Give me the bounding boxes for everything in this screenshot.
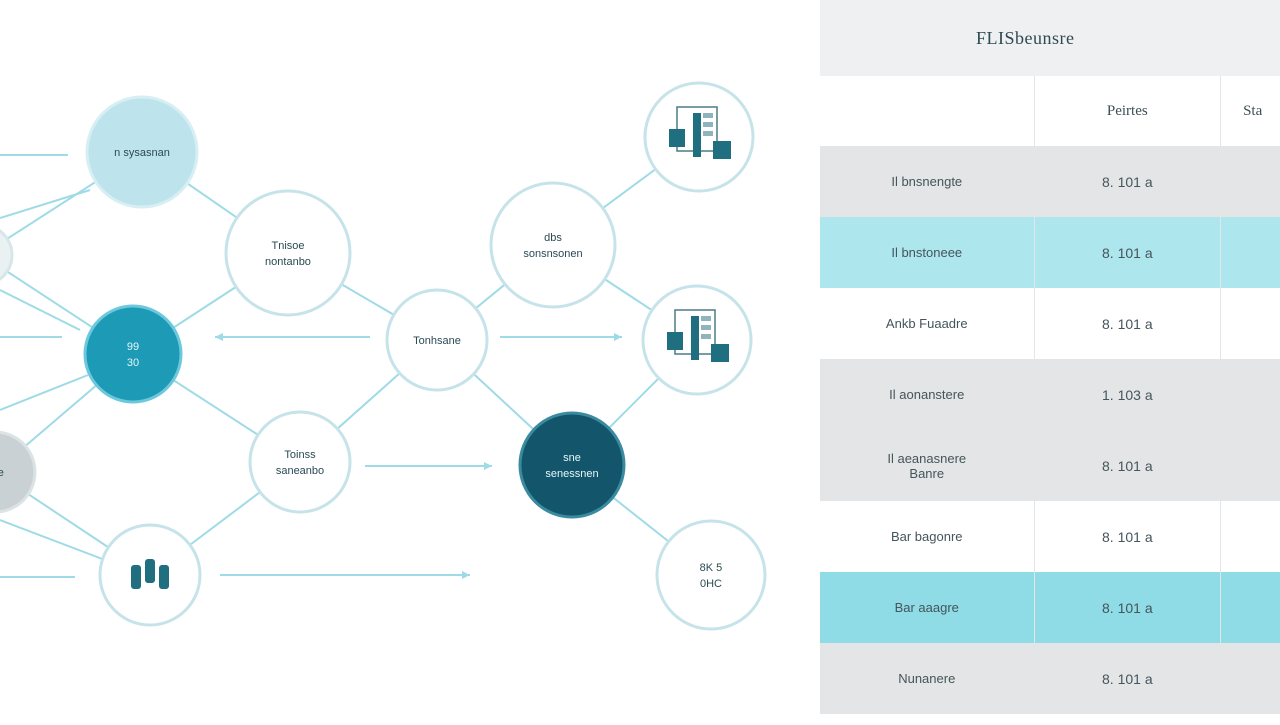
diagram-node: dbs sonsnsonen bbox=[489, 181, 617, 309]
network-diagram-canvas: n sysasnanTnisoenontanbo9930aseToinsssan… bbox=[0, 81, 767, 631]
table-cell-extra bbox=[1220, 288, 1280, 359]
node-label: Tonhsane bbox=[413, 335, 461, 347]
node-label: nontanbo bbox=[265, 256, 311, 268]
diagram-node bbox=[641, 284, 753, 396]
table-row: Il bnstoneee 8. 101 a bbox=[820, 217, 1280, 288]
table-cell-value: 8. 101 a bbox=[1033, 217, 1221, 288]
table-header-cell: Peirtes bbox=[1033, 76, 1221, 146]
node-label: dbs bbox=[544, 232, 562, 244]
table-cell-extra bbox=[1220, 217, 1280, 288]
node-label: saneanbo bbox=[276, 465, 324, 477]
table-cell-extra bbox=[1220, 359, 1280, 430]
table-row: Il aonanstere 1. 103 a bbox=[820, 359, 1280, 430]
table-cell-name: Ankb Fuaadre bbox=[885, 316, 968, 331]
diagram-edge bbox=[0, 519, 106, 561]
node-label: senessnen bbox=[545, 468, 598, 480]
table-header-row: Peirtes Sta bbox=[820, 76, 1280, 146]
diagram-arrows bbox=[215, 333, 622, 579]
diagram-arrow bbox=[220, 571, 470, 579]
diagram-arrow bbox=[365, 462, 492, 470]
node-label: sne bbox=[563, 452, 581, 464]
diagram-node bbox=[0, 229, 14, 281]
diagram-nodes: n sysasnanTnisoenontanbo9930aseToinsssan… bbox=[0, 81, 767, 631]
table-row: Nunanere 8. 101 a bbox=[820, 643, 1280, 714]
table-cell-value: 8. 101 a bbox=[1033, 572, 1221, 643]
table-cell-value: 1. 103 a bbox=[1033, 359, 1221, 430]
table-cell-extra bbox=[1220, 572, 1280, 643]
diagram-node bbox=[643, 81, 755, 193]
diagram-node: ase bbox=[0, 430, 37, 514]
table-cell-name: Nunanere bbox=[898, 671, 956, 686]
diagram-edge bbox=[0, 189, 91, 219]
node-label: 30 bbox=[127, 357, 139, 369]
node-label: 0HC bbox=[700, 578, 722, 590]
table-row: Ankb Fuaadre 8. 101 a bbox=[820, 288, 1280, 359]
diagram-node: n sysasnan bbox=[85, 95, 199, 209]
table-cell-name: Bar aaagre bbox=[894, 600, 959, 615]
node-label: 99 bbox=[127, 341, 139, 353]
table-row: Il bnsnengte 8. 101 a bbox=[820, 146, 1280, 217]
diagram-node: 8K 5 0HC bbox=[655, 519, 767, 631]
node-label: sonsnsonen bbox=[523, 248, 582, 260]
building-icon bbox=[669, 106, 731, 159]
table-title: FLISbeunsre bbox=[820, 0, 1280, 76]
network-diagram: n sysasnanTnisoenontanbo9930aseToinsssan… bbox=[0, 81, 767, 631]
table-cell-extra bbox=[1220, 430, 1280, 501]
table-cell-extra bbox=[1220, 146, 1280, 217]
table-body: Il bnsnengte 8. 101 a Il bnstoneee 8. 101 a… bbox=[820, 146, 1280, 714]
table-cell-name: Il bnsnengte bbox=[891, 174, 963, 189]
table-cell-value: 8. 101 a bbox=[1033, 146, 1221, 217]
people-icon bbox=[131, 559, 169, 589]
table-cell-name: Bar bagonre bbox=[890, 529, 963, 544]
data-table-panel: FLISbeunsre Peirtes Sta Il bnsnengte 8. 1… bbox=[820, 0, 1280, 720]
table-cell-extra bbox=[1220, 643, 1280, 714]
diagram-arrow bbox=[215, 333, 370, 341]
table-cell-value: 8. 101 a bbox=[1033, 288, 1221, 359]
table-row: Bar bagonre 8. 101 a bbox=[820, 501, 1280, 572]
building-icon bbox=[667, 309, 729, 362]
table-cell-name: Il aeanasnere Banre bbox=[887, 450, 967, 481]
diagram-edge bbox=[0, 374, 89, 411]
node-label: n sysasnan bbox=[114, 147, 170, 159]
table-row: Bar aaagre 8. 101 a bbox=[820, 572, 1280, 643]
table-row: Il aeanasnere Banre 8. 101 a bbox=[820, 430, 1280, 501]
table-cell-value: 8. 101 a bbox=[1033, 501, 1221, 572]
node-label: Toinss bbox=[284, 449, 316, 461]
table-cell-name: Il aonanstere bbox=[889, 387, 965, 402]
table-cell-extra bbox=[1220, 501, 1280, 572]
table-header-cell: Sta bbox=[1220, 76, 1280, 146]
node-label: 8K 5 bbox=[700, 562, 723, 574]
diagram-node bbox=[98, 523, 202, 627]
table-cell-name: Il bnstoneee bbox=[891, 245, 963, 260]
diagram-node: Tnisoe nontanbo bbox=[224, 189, 352, 317]
table-cell-value: 8. 101 a bbox=[1033, 643, 1221, 714]
diagram-node: Tonhsane bbox=[385, 288, 489, 392]
node-label: Tnisoe bbox=[271, 240, 304, 252]
diagram-node: Toinss saneanbo bbox=[248, 410, 352, 514]
diagram-edge bbox=[0, 289, 81, 331]
diagram-node: sne senessnen bbox=[518, 411, 626, 519]
diagram-arrow bbox=[500, 333, 622, 341]
node-label: ase bbox=[0, 467, 4, 479]
table-cell-value: 8. 101 a bbox=[1033, 430, 1221, 501]
